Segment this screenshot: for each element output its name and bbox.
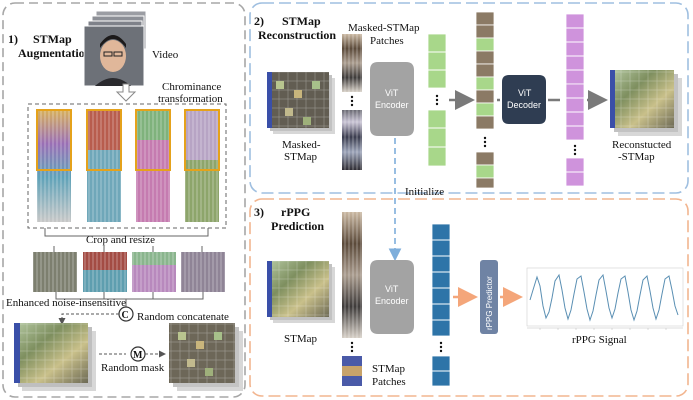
stmap-input-label: STMap [284,333,318,345]
stmap-patches-line2: Patches [372,376,406,388]
augmented-stmap-2 [86,109,122,222]
stmap-patches-line1: STMap [372,363,406,375]
panel1-title-line2: Augmentation [18,46,92,60]
panel1-number: 1) [8,32,18,46]
chrominance-line1: Chrominance [162,81,221,93]
reconstructed-label-line2: -STMap [618,151,655,163]
enhanced-label: Enhanced noise-insensitive [6,297,126,309]
rppg-predictor: rPPG Predictor [480,260,498,334]
masked-stmap-input [267,72,335,134]
decoder-line1: ViT [518,88,532,98]
video-down-arrow [115,83,137,102]
augmented-stmap-3 [135,109,171,222]
masked-stmap-label-line1: Masked- [282,139,321,151]
vit-encoder-pred: ViT Encoder [370,260,414,334]
masked-patches-label-line2: Patches [370,35,404,47]
mask-symbol: M [133,350,143,361]
augmented-stmap-1 [36,109,72,222]
stmap-patch-column [342,212,362,386]
vit-encoder-recon: ViT Encoder [370,62,414,136]
decoded-tokens [565,13,585,187]
encoded-tokens [427,33,447,167]
rppg-signal-line [529,273,679,322]
panel3-title-line1: rPPG [281,205,310,219]
crop-bracket [44,228,209,237]
concatenated-stmap [14,323,96,391]
reconstructed-stmap [610,70,682,136]
panel3-title-line2: Prediction [271,219,324,233]
signal-plot-frame [526,267,684,327]
encoder-recon-line1: ViT [385,88,399,98]
stmap-input [267,261,335,323]
masked-stmap-label-line2: STMap [284,151,318,163]
prediction-panel [249,198,689,397]
face-shape [100,40,126,72]
masked-patches-label-line1: Masked-STMap [348,22,420,34]
augmentation-panel [2,2,246,398]
chrominance-box [27,103,227,229]
panel3-number: 3) [254,205,264,219]
mask-label: Random mask [101,362,165,374]
chrominance-line2: transformation [158,93,223,105]
crop-label: Crop and resize [86,234,155,246]
blue-token-column [431,223,451,387]
predictor-label: rPPG Predictor [485,276,494,330]
video-frames [83,10,147,87]
concat-symbol: C [122,310,129,321]
video-label: Video [152,49,179,61]
panel2-number: 2) [254,14,264,28]
cropped-stmaps [33,252,225,292]
panel1-title-line1: STMap [33,32,72,46]
rppg-signal-plot [526,267,684,330]
reconstruction-panel [249,2,689,194]
reconstructed-label-line1: Reconstucted [612,139,672,151]
rppg-signal-label: rPPG Signal [572,334,627,346]
augmented-stmaps [36,109,220,222]
decoder-line2: Decoder [507,100,541,110]
full-token-column [475,11,495,189]
vit-decoder: ViT Decoder [502,75,546,124]
masked-patch-column [342,34,362,170]
concat-label: Random concatenate [137,311,229,323]
encoder-recon-line2: Encoder [375,100,409,110]
panel2-title-line2: Reconstruction [258,28,336,42]
augmented-stmap-4 [184,109,220,222]
encoder-pred-line1: ViT [385,284,399,294]
panel2-title-line1: STMap [282,14,321,28]
encoder-pred-line2: Encoder [375,296,409,306]
initialize-label: Initialize [405,186,444,198]
masked-stmap-small [169,323,243,391]
